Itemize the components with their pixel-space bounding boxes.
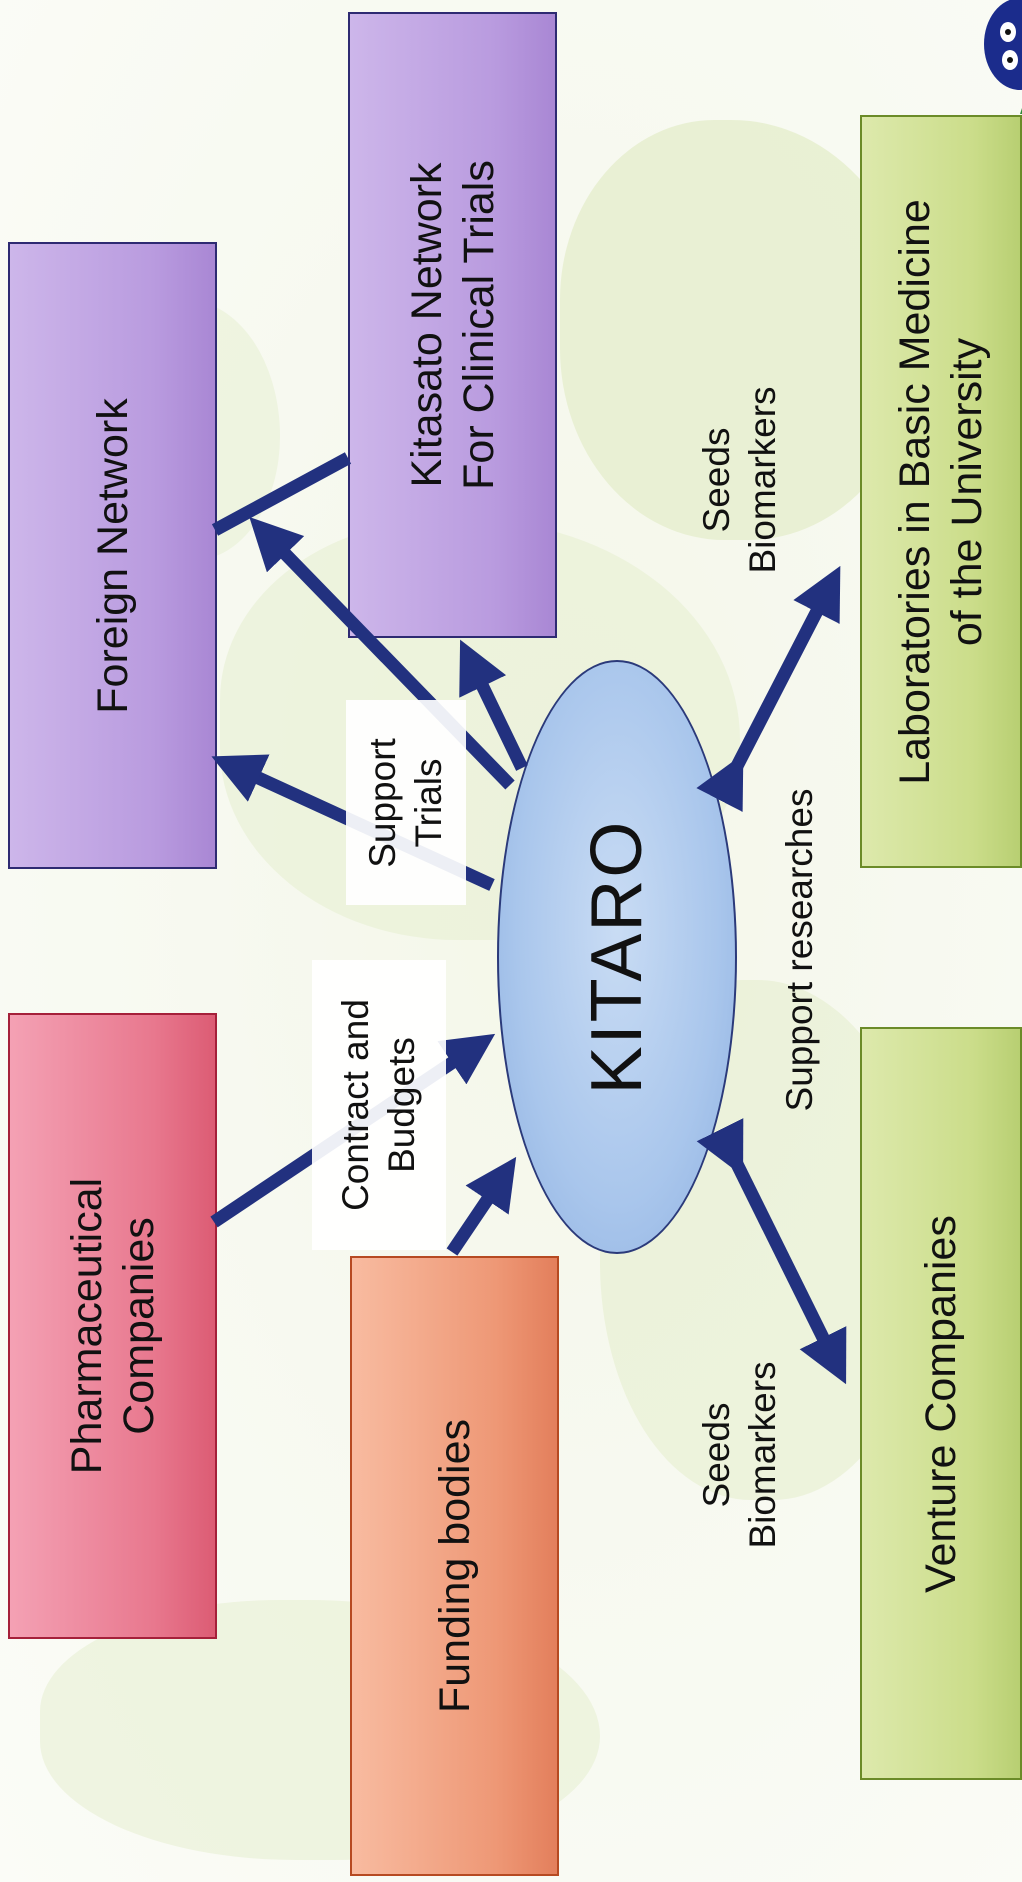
kitasato-foreign-connector xyxy=(211,452,352,536)
arrow-kitaro-laboratories xyxy=(696,565,841,812)
support-trials-label: Support Trials xyxy=(362,737,449,868)
mascot-icon xyxy=(984,0,1022,114)
seeds-biomarkers-bottom-label: Seeds Biomarkers xyxy=(696,1361,783,1549)
contract-budgets-label: Contract and Budgets xyxy=(335,999,422,1211)
laboratories-box: Laboratories in Basic Medicine of the Un… xyxy=(860,115,1022,868)
foreign-network-box: Foreign Network xyxy=(8,242,217,869)
arrow-to-kitasato xyxy=(459,639,528,771)
funding-bodies-box: Funding bodies xyxy=(350,1256,559,1876)
kitasato-network-box: Kitasato Network For Clinical Trials xyxy=(348,12,557,638)
pharmaceutical-companies-box: Pharmaceutical Companies xyxy=(8,1013,217,1639)
venture-companies-box: Venture Companies xyxy=(860,1027,1022,1780)
arrow-to-foreign-upper xyxy=(249,516,515,790)
arrow-from-funding xyxy=(446,1156,517,1256)
arrow-kitaro-venture xyxy=(696,1118,847,1385)
support-trials-backdrop xyxy=(346,700,466,905)
support-researches-label: Support researches xyxy=(779,788,820,1112)
seeds-biomarkers-top-label: Seeds Biomarkers xyxy=(696,386,783,574)
contract-budgets-backdrop xyxy=(312,960,446,1250)
